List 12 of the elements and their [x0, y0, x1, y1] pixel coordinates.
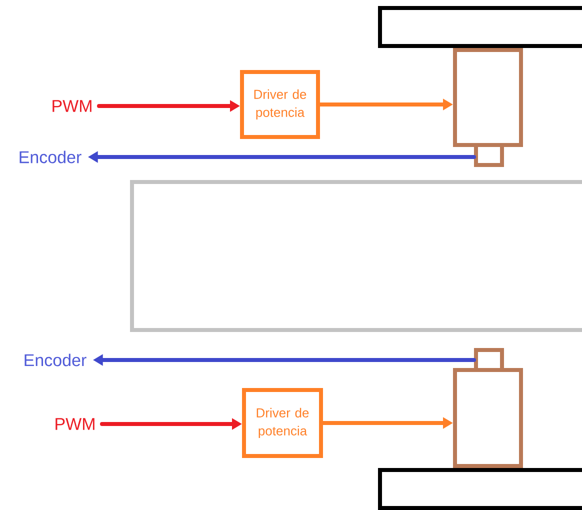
signal-label: Encoder — [24, 354, 86, 366]
signal-label: PWM — [52, 100, 92, 112]
signal-label: PWM — [56, 418, 94, 430]
signal-label: Encoder — [20, 150, 82, 164]
motor-box — [453, 48, 523, 147]
encoder-box — [474, 143, 504, 167]
driver-box: Driver de potencia — [240, 70, 320, 139]
chassis-outline — [130, 180, 582, 332]
wheel-outline — [378, 6, 582, 48]
driver-box: Driver de potencia — [242, 388, 323, 458]
wheel-outline — [378, 468, 582, 510]
motor-box — [453, 368, 523, 468]
